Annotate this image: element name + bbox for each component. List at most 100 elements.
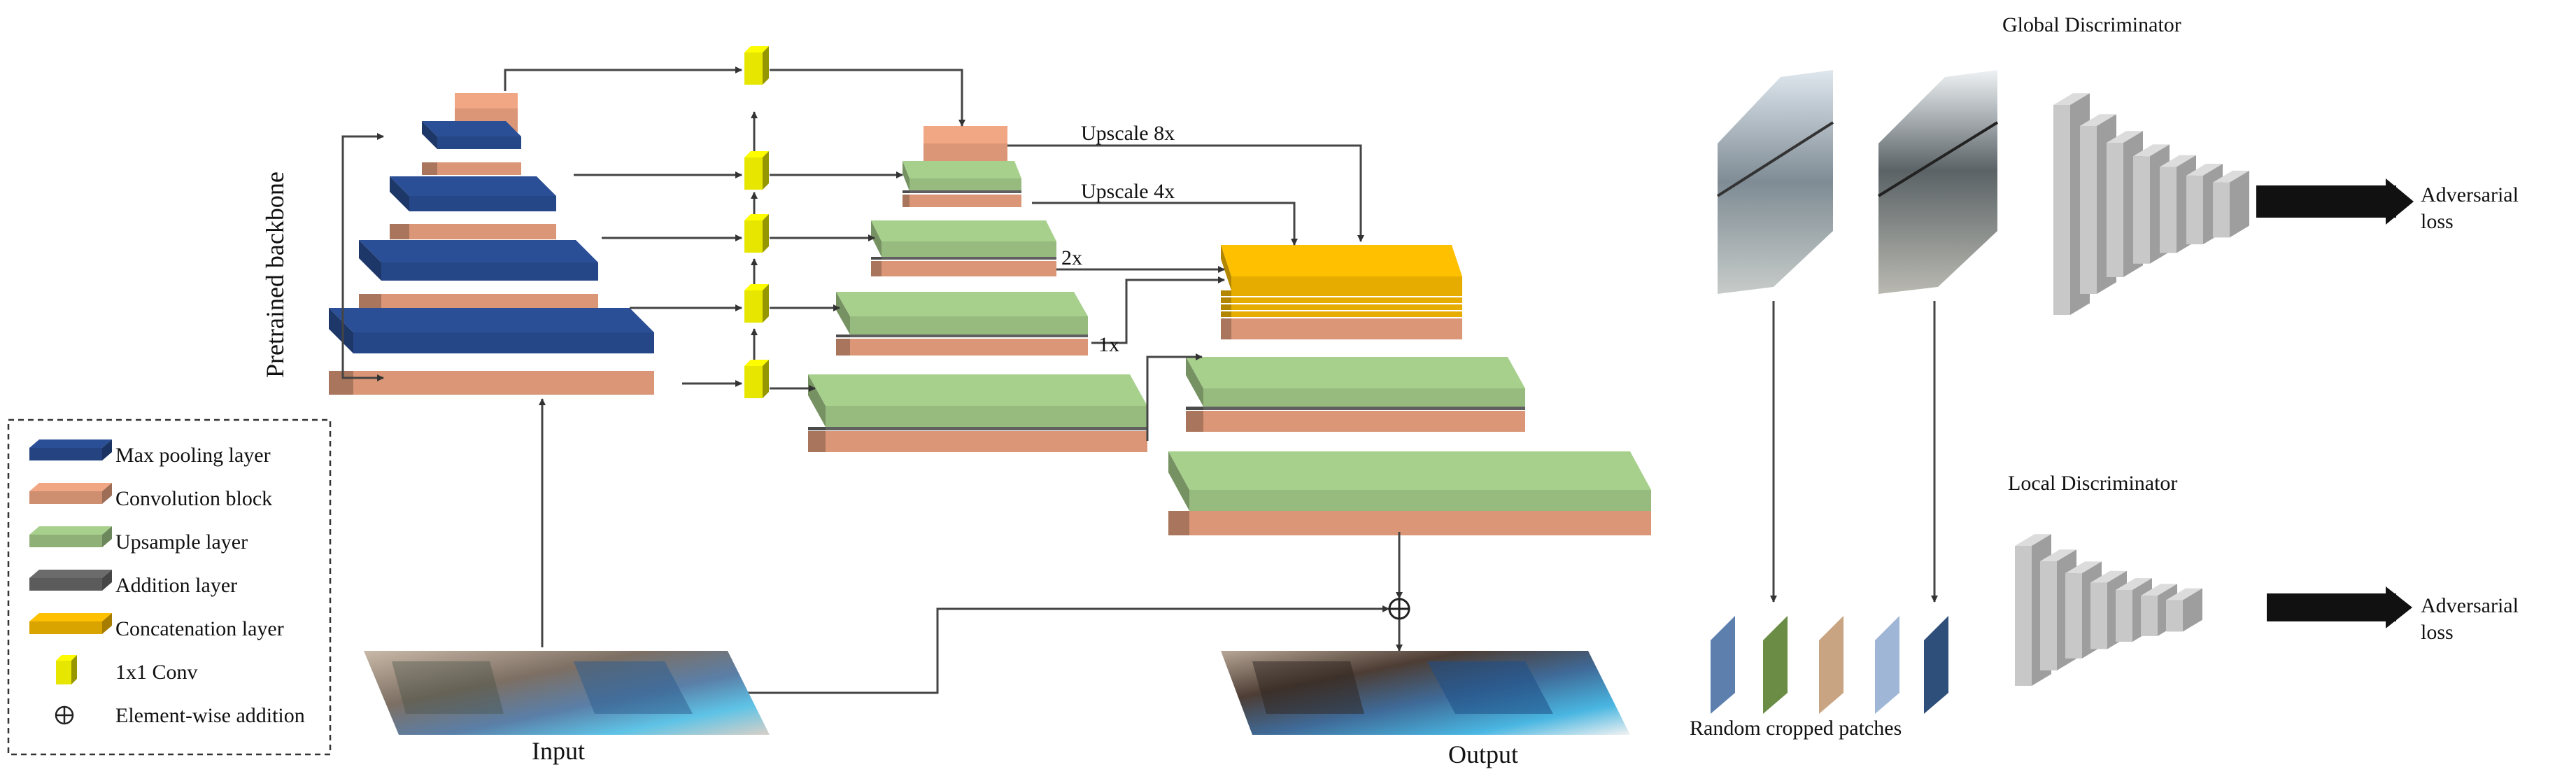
encoder-layer-2-front — [437, 136, 521, 149]
final-layer-7-side — [1186, 357, 1203, 407]
random-patches — [1711, 616, 1948, 714]
legend-swatch-front-2 — [29, 491, 102, 504]
legend-label-4: Addition layer — [115, 574, 237, 597]
local-discriminator-label: Local Discriminator — [2008, 472, 2177, 495]
encoder-layer-7-side — [359, 294, 381, 312]
final-layer-10-top — [1168, 451, 1651, 490]
conv1x1-top-3 — [744, 214, 769, 220]
decoder-layer-3-side — [903, 190, 910, 193]
patch-5 — [1924, 616, 1948, 714]
global-disc-top-5 — [2160, 155, 2196, 167]
legend-item-4: Addition layer — [29, 570, 237, 597]
conn-dec-top — [770, 69, 965, 127]
input-label: Input — [532, 737, 585, 765]
global-disc-top-3 — [2107, 131, 2143, 143]
encoder-layer-8-front — [353, 332, 654, 353]
global-disc-front-4 — [2133, 156, 2150, 264]
encoder-layer-6 — [359, 240, 598, 281]
local-disc-front-1 — [2015, 546, 2032, 686]
final-layer-11 — [1168, 511, 1651, 535]
legend-swatch-top-5 — [29, 613, 112, 621]
global-disc-top-4 — [2133, 144, 2170, 157]
decoder-layer-12 — [808, 427, 1147, 430]
decoder-layer-5-front — [882, 241, 1056, 257]
local-disc-side-7 — [2183, 588, 2202, 632]
legend-swatch-1x1-top — [56, 655, 77, 661]
decoder-layer-11 — [808, 374, 1147, 427]
patch-2 — [1763, 616, 1788, 714]
conv1x1-side-5 — [763, 360, 769, 398]
local-disc-front-4 — [2090, 582, 2107, 649]
ground-truth-image — [1877, 70, 1999, 294]
encoder-layer-2 — [422, 121, 521, 149]
local-disc-top-4 — [2090, 570, 2127, 583]
encoder-layer-7 — [359, 294, 598, 312]
legend-label-2: Convolution block — [115, 487, 272, 510]
upscale-8x-label: Upscale 8x — [1081, 122, 1175, 145]
final-layer-6-front — [1231, 318, 1462, 339]
encoder-layer-9 — [329, 371, 654, 395]
encoder-layer-4-front — [409, 196, 556, 211]
encoder-layer-5-side — [390, 224, 409, 239]
conv1x1-front-1 — [744, 52, 763, 85]
final-layer-1-front — [1231, 276, 1462, 290]
global-disc-side-7 — [2230, 170, 2249, 238]
connections — [341, 66, 1938, 694]
conn-upscale-8x — [1007, 144, 1364, 242]
decoder-layer-10-side — [836, 339, 850, 356]
final-layer-6 — [1221, 318, 1462, 339]
final-layer-5-front — [1231, 311, 1462, 317]
local-disc-block-7 — [2166, 588, 2202, 632]
encoder-layer-2-side — [422, 121, 437, 149]
encoder-layer-9-front — [353, 371, 654, 395]
legend-item-1: Max pooling layer — [29, 439, 271, 467]
final-layer-2 — [1221, 290, 1462, 296]
decoder-layer-2-top — [903, 161, 1021, 178]
global-disc-front-7 — [2213, 182, 2230, 238]
adversarial-arrow-top-head — [2386, 178, 2414, 225]
legend-swatch-1x1-front — [56, 661, 71, 684]
final-layer-3-front — [1231, 297, 1462, 303]
global-disc-front-2 — [2080, 126, 2097, 294]
conv1x1-front-3 — [744, 220, 763, 253]
encoder-layer-6-side — [359, 240, 381, 281]
encoder-layer-6-top — [359, 240, 598, 262]
global-disc-block-7 — [2213, 170, 2249, 238]
local-disc-top-2 — [2040, 549, 2076, 561]
conn-input-skip — [731, 605, 1389, 694]
decoder-layer-13-side — [808, 431, 826, 452]
encoder-layer-2-top — [422, 121, 521, 136]
final-layer-3 — [1221, 297, 1462, 303]
legend-swatch-side-5 — [102, 613, 112, 634]
random-cropped-patches-label: Random cropped patches — [1690, 717, 1902, 740]
legend-label-5: Concatenation layer — [115, 617, 284, 640]
decoder-layer-6 — [871, 257, 1056, 260]
legend-item-2: Convolution block — [29, 483, 272, 510]
final-layer-1-top — [1221, 245, 1462, 276]
legend-item-7: Element-wise addition — [55, 704, 305, 727]
conv1x1-top-1 — [744, 46, 769, 52]
decoder-layer-12-front — [826, 427, 1147, 430]
encoder-layer-4 — [390, 176, 556, 211]
final-layer-10-front — [1189, 490, 1651, 511]
decoder-layer-9-side — [836, 335, 850, 337]
legend-swatch-side-2 — [102, 483, 112, 504]
encoder-layer-3-side — [422, 162, 437, 175]
legend-swatch-top-1 — [29, 439, 112, 448]
conn-enc-top — [504, 66, 742, 91]
final-layer-1 — [1221, 245, 1462, 290]
decoder-layer-2-front — [910, 178, 1021, 191]
encoder-layer-4-side — [390, 176, 409, 211]
encoder-layer-3 — [422, 162, 521, 175]
encoder-layer-4-top — [390, 176, 556, 196]
legend-swatch-front-5 — [29, 621, 102, 634]
conv1x1-side-4 — [763, 284, 769, 323]
legend-swatch-top-4 — [29, 570, 112, 578]
final-layer-10-side — [1168, 451, 1189, 511]
encoder-layer-8-side — [329, 308, 353, 353]
final-layer-7-front — [1203, 388, 1525, 407]
conv1x1-front-5 — [744, 366, 763, 398]
decoder-layer-2-side — [903, 161, 910, 191]
encoder-layer-8-top — [329, 308, 654, 332]
